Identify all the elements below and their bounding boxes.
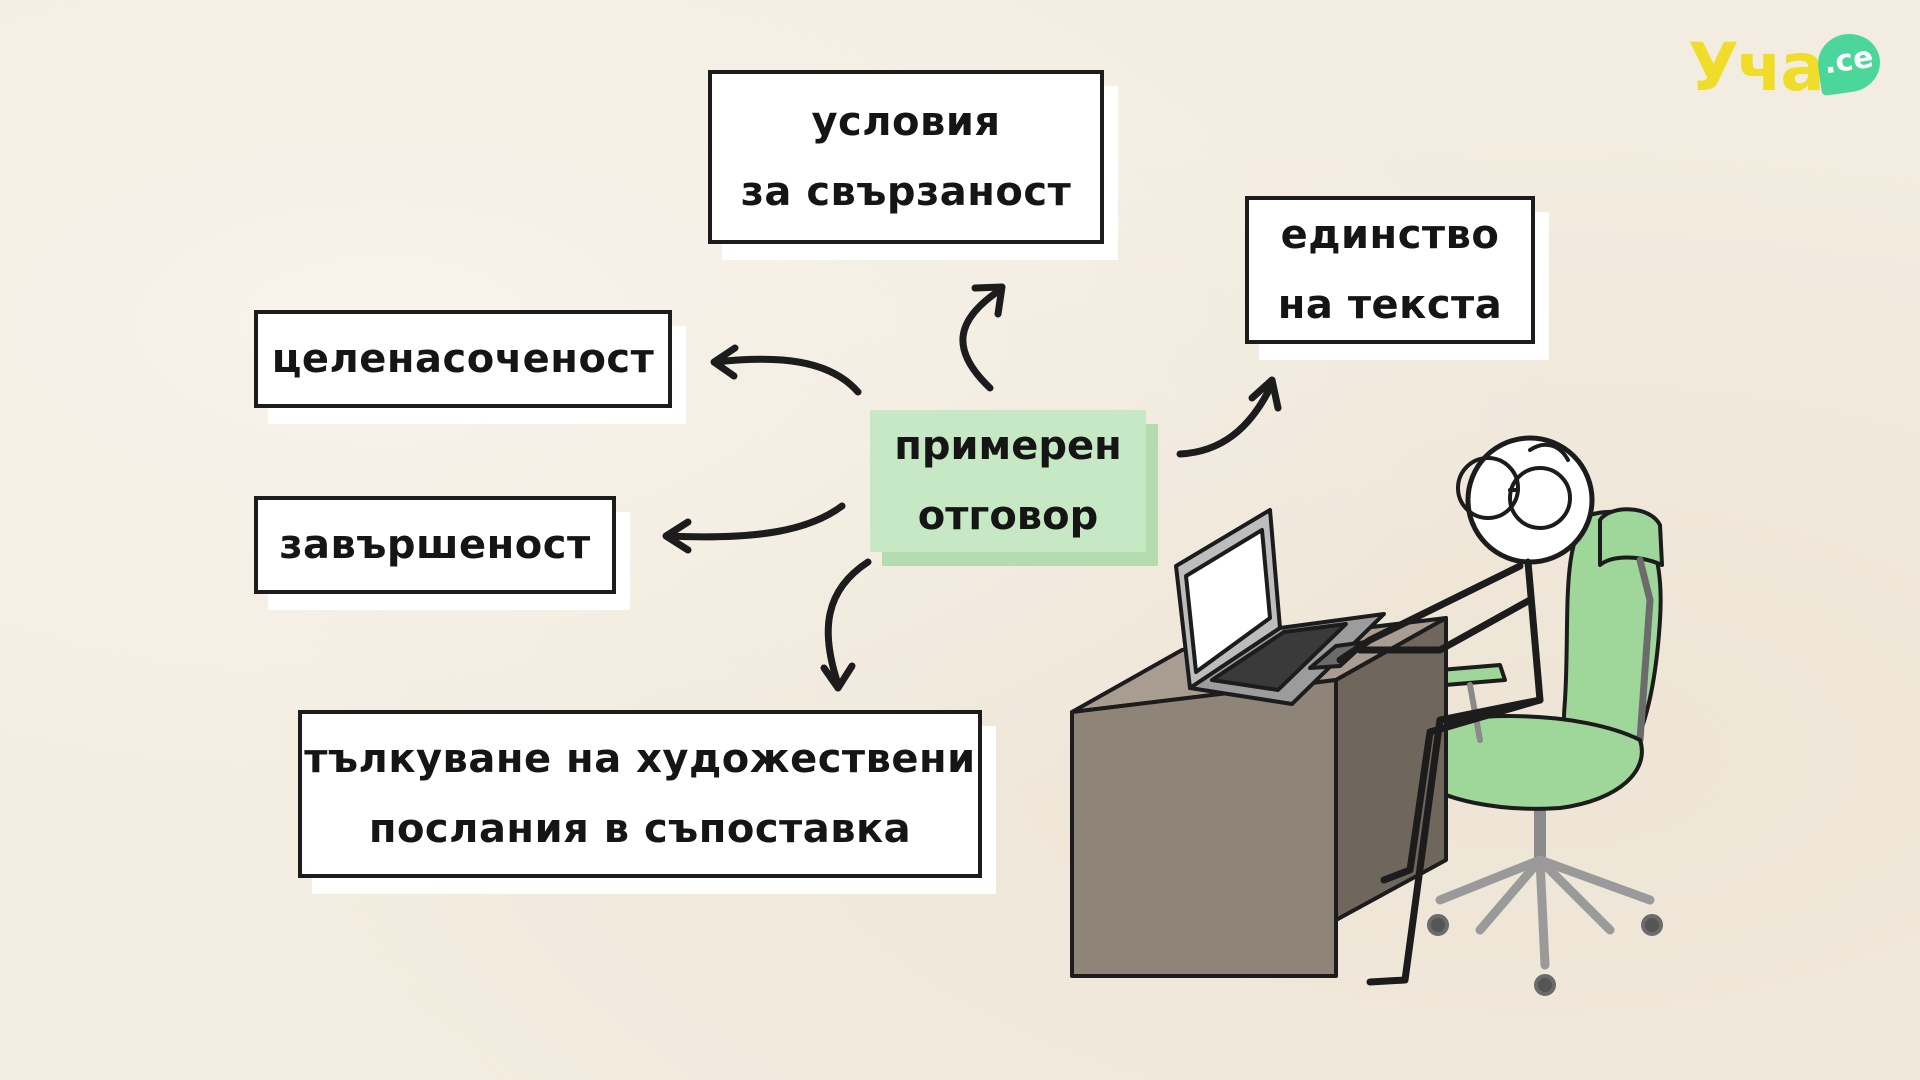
logo-text: Уча — [1688, 29, 1825, 106]
arrow-head-purposefulness — [710, 344, 739, 380]
arrow-to-interpretation — [824, 558, 872, 688]
chair-back — [1561, 507, 1664, 792]
node-interpretation: тълкуване на художествени послания в съп… — [298, 710, 982, 878]
node-purposefulness: целенасоченост — [254, 310, 672, 408]
node-conditions: условия за свързаност — [708, 70, 1104, 244]
node-interpretation-line1: тълкуване на художествени — [304, 736, 976, 782]
chair-armrest — [1438, 663, 1507, 687]
ucha-se-logo[interactable]: Уча .се — [1688, 28, 1888, 108]
stick-person — [1336, 435, 1595, 986]
arrow-head-conditions — [971, 283, 1006, 318]
node-unity-line1: единство — [1280, 212, 1500, 258]
node-unity-line2: на текста — [1277, 282, 1503, 328]
arrow-to-conditions — [959, 286, 1004, 392]
node-conditions-line2: за свързаност — [740, 169, 1072, 215]
node-completeness: завършеност — [254, 496, 616, 594]
arrow-head-completeness — [662, 518, 692, 554]
arrow-to-completeness — [664, 502, 846, 541]
laptop — [1174, 508, 1386, 706]
chair-base — [1427, 794, 1663, 996]
node-unity: единство на текста — [1245, 196, 1535, 344]
node-purposefulness-line1: целенасоченост — [271, 336, 655, 382]
arrow-head-unity — [1248, 376, 1282, 412]
node-center-answer: примерен отговор — [870, 410, 1146, 552]
arrow-to-purposefulness — [712, 355, 862, 396]
node-conditions-line1: условия — [811, 99, 1001, 145]
arrow-to-unity — [1176, 380, 1276, 458]
node-center-line1: примерен — [894, 423, 1122, 469]
node-center-line2: отговор — [917, 493, 1099, 539]
arrow-head-interpretation — [820, 662, 856, 692]
node-completeness-line1: завършеност — [279, 522, 591, 568]
node-interpretation-line2: послания в съпоставка — [368, 806, 912, 852]
